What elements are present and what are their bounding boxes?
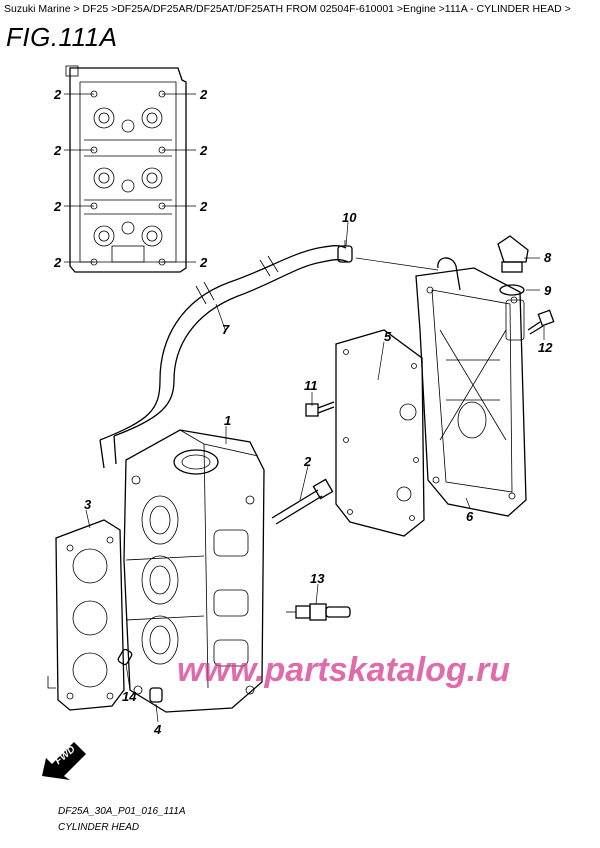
callout-1[interactable]: 1 [224, 413, 231, 428]
callout-12[interactable]: 12 [538, 340, 553, 355]
callout-10[interactable]: 10 [342, 210, 357, 225]
figure-caption: CYLINDER HEAD [58, 822, 140, 833]
callout-2[interactable]: 2 [199, 87, 208, 102]
o-ring [499, 284, 525, 296]
callout-3[interactable]: 3 [84, 497, 92, 512]
callout-9[interactable]: 9 [544, 283, 552, 298]
callout-2[interactable]: 2 [53, 87, 62, 102]
callout-7[interactable]: 7 [222, 322, 230, 337]
callout-2[interactable]: 2 [53, 255, 62, 270]
cylinder-head-top-view [65, 65, 187, 273]
callout-4[interactable]: 4 [153, 722, 162, 737]
top-view-bolt-leaders [64, 93, 196, 263]
figure-title: FIG.111A [6, 22, 118, 52]
cylinder-head [123, 429, 265, 713]
callout-8[interactable]: 8 [544, 250, 552, 265]
cover-bolt-side [527, 309, 555, 335]
watermark: www.partskatalog.ru [177, 651, 511, 689]
forward-arrow-icon: FWD [38, 738, 92, 780]
callout-2[interactable]: 2 [303, 454, 312, 469]
callout-6[interactable]: 6 [466, 509, 474, 524]
callout-13[interactable]: 13 [310, 571, 325, 586]
head-bolt [271, 478, 334, 525]
dowel-pins [117, 648, 163, 703]
callout-5[interactable]: 5 [384, 329, 392, 344]
diagram-code: DF25A_30A_P01_016_111A [58, 806, 186, 817]
cover-bolt-front [305, 401, 335, 417]
head-gasket [47, 519, 125, 711]
oil-filler-cap [497, 235, 529, 273]
breadcrumb[interactable]: Suzuki Marine > DF25 >DF25A/DF25AR/DF25A… [4, 3, 571, 15]
callout-11[interactable]: 11 [304, 378, 318, 393]
callout-2[interactable]: 2 [53, 199, 62, 214]
hose-clamp [337, 240, 353, 263]
callout-2[interactable]: 2 [199, 255, 208, 270]
callout-14[interactable]: 14 [122, 689, 137, 704]
callout-2[interactable]: 2 [199, 199, 208, 214]
callout-2[interactable]: 2 [53, 143, 62, 158]
spark-plug [286, 603, 351, 621]
leader-lines [85, 221, 545, 723]
breather-hose [99, 245, 349, 469]
callouts: 2 2 2 2 2 2 2 2 10 8 9 12 5 11 7 1 2 6 3… [53, 87, 553, 737]
cylinder-head-cover [415, 257, 527, 517]
callout-2[interactable]: 2 [199, 143, 208, 158]
cover-gasket [335, 329, 425, 537]
